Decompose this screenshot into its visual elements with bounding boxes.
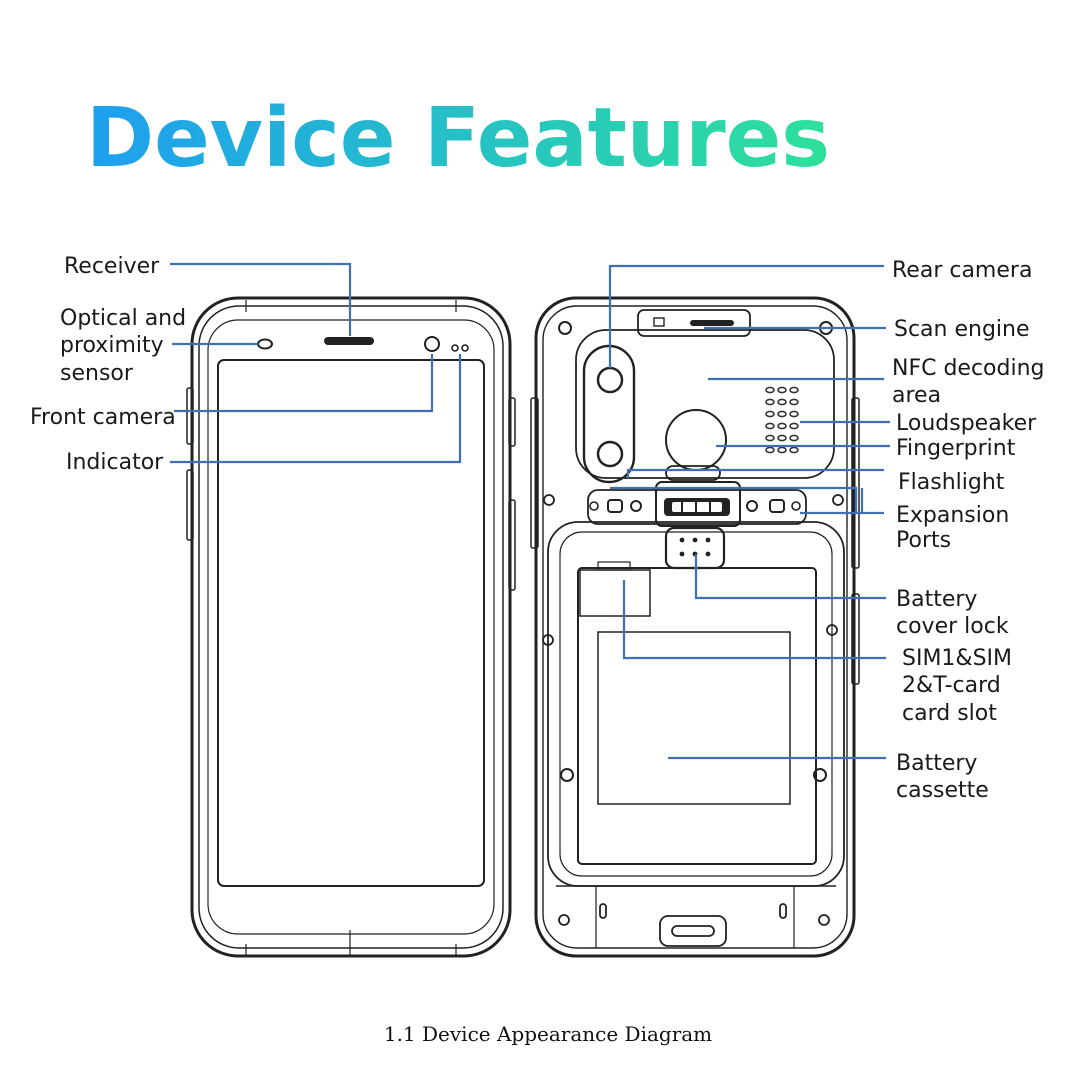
front-labels: Receiver Optical and proximity sensor Fr… bbox=[30, 254, 186, 475]
leader-lines bbox=[170, 262, 890, 760]
label-battery-cassette-line2: cassette bbox=[896, 778, 989, 803]
label-fingerprint: Fingerprint bbox=[896, 436, 1016, 461]
back-labels: Rear camera Scan engine NFC decoding are… bbox=[892, 258, 1045, 803]
label-nfc-line2: area bbox=[892, 383, 941, 408]
label-flashlight: Flashlight bbox=[898, 470, 1005, 495]
label-rear-camera: Rear camera bbox=[892, 258, 1032, 283]
label-expansion-line1: Expansion bbox=[896, 503, 1009, 528]
label-battery-lock-line1: Battery bbox=[896, 587, 977, 612]
label-receiver: Receiver bbox=[64, 254, 160, 279]
label-sim-line3: card slot bbox=[902, 701, 997, 726]
label-scan-engine: Scan engine bbox=[894, 317, 1030, 342]
back-view-device bbox=[530, 296, 860, 958]
label-sim-line1: SIM1&SIM bbox=[902, 646, 1012, 671]
figure-caption: 1.1 Device Appearance Diagram bbox=[384, 1022, 712, 1046]
label-battery-lock-line2: cover lock bbox=[896, 614, 1009, 639]
front-view-device bbox=[186, 296, 516, 958]
label-indicator: Indicator bbox=[66, 450, 164, 475]
label-optical-line2: proximity bbox=[60, 333, 164, 358]
label-optical-line1: Optical and bbox=[60, 306, 186, 331]
loudspeaker-grille bbox=[765, 386, 799, 454]
label-front-camera: Front camera bbox=[30, 405, 176, 430]
label-battery-cassette-line1: Battery bbox=[896, 751, 977, 776]
label-expansion-line2: Ports bbox=[896, 528, 951, 553]
label-sim-line2: 2&T-card bbox=[902, 673, 1001, 698]
page-title: Device Features bbox=[86, 91, 830, 186]
label-loudspeaker: Loudspeaker bbox=[896, 411, 1037, 436]
label-optical-line3: sensor bbox=[60, 361, 134, 386]
label-nfc-line1: NFC decoding bbox=[892, 356, 1045, 381]
